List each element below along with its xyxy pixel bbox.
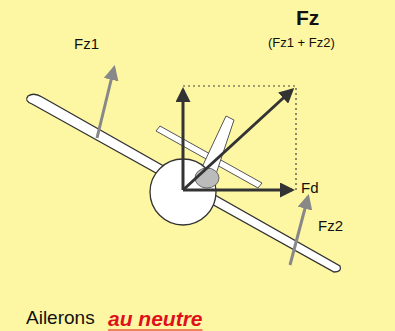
force-label: Fz (296, 6, 319, 29)
drift-force (183, 189, 292, 192)
lift-resultant (183, 90, 292, 190)
caption-emphasis: au neutre (108, 307, 203, 330)
force-label: Fz2 (318, 218, 343, 235)
force-label: Fz1 (74, 36, 99, 53)
engine (195, 168, 219, 188)
force-label: (Fz1 + Fz2) (268, 36, 335, 50)
lift-arrow-right (290, 197, 308, 265)
caption-text: Ailerons (26, 308, 95, 329)
lift-arrow-left (97, 68, 114, 138)
force-label: Fd (301, 180, 319, 197)
vertical-force (182, 90, 185, 190)
